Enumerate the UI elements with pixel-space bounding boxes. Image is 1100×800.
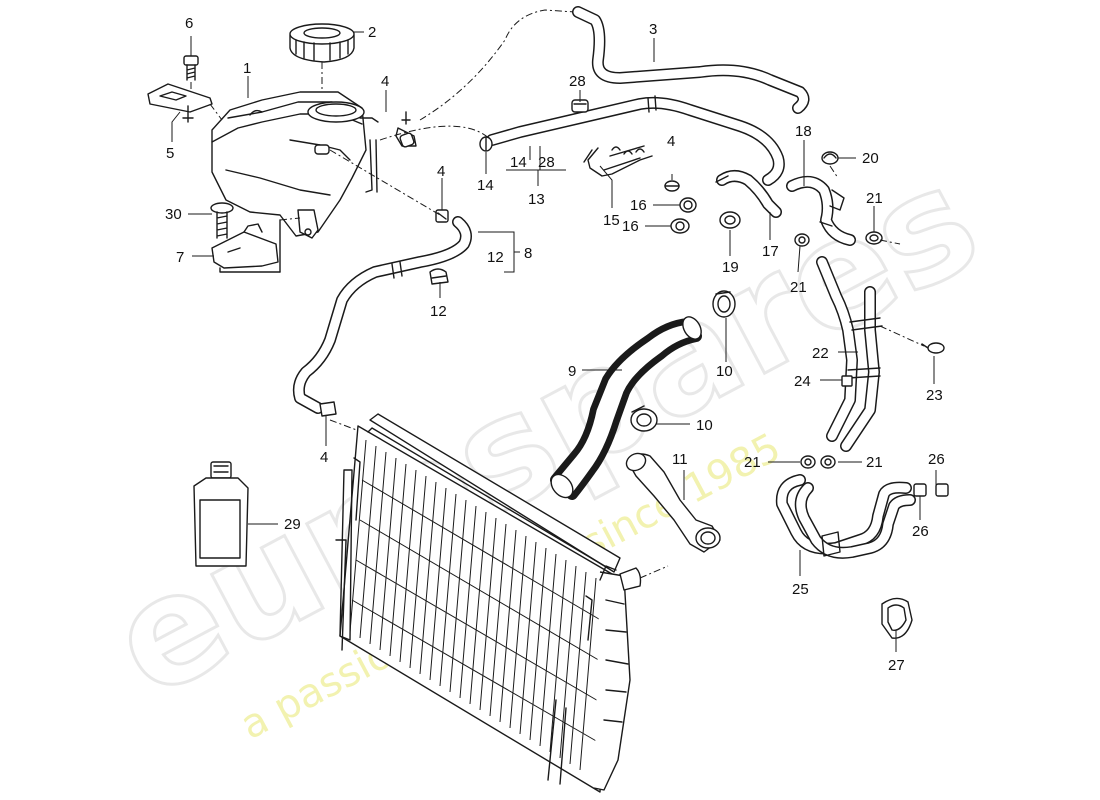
coolant-bottle (193, 461, 249, 567)
label-part-26-b: 26 (912, 523, 929, 540)
label-part-16-b: 16 (622, 218, 639, 235)
label-part-28-inner: 28 (538, 154, 555, 171)
clip-26-b (935, 483, 949, 497)
clamp-10-a (712, 290, 736, 318)
radiator-fins (349, 439, 605, 771)
filler-cap (289, 23, 355, 92)
label-part-5: 5 (166, 145, 174, 162)
hose-9 (550, 316, 702, 500)
clamp-4-right (664, 180, 680, 192)
label-part-10-b: 10 (696, 417, 713, 434)
label-part-19: 19 (722, 259, 739, 276)
clip-24 (841, 375, 853, 387)
label-part-26-a: 26 (928, 451, 945, 468)
label-part-1: 1 (243, 60, 251, 77)
clamp-21-d (820, 455, 836, 469)
label-part-21-a: 21 (866, 190, 883, 207)
label-part-24: 24 (794, 373, 811, 390)
hose-12 (292, 216, 472, 414)
label-part-13: 13 (528, 191, 545, 208)
label-part-28-top: 28 (569, 73, 586, 90)
label-part-14: 14 (477, 177, 494, 194)
label-part-8: 8 (524, 245, 532, 262)
bracket-15 (583, 145, 653, 177)
label-part-25: 25 (792, 581, 809, 598)
label-part-9: 9 (568, 363, 576, 380)
clamp-16-a (679, 197, 697, 213)
bracket-7 (211, 217, 301, 273)
label-part-12-right: 12 (487, 249, 504, 266)
radiator (335, 413, 669, 793)
clip-20 (821, 151, 839, 179)
expansion-tank (211, 91, 379, 239)
hose-3 (572, 6, 810, 114)
bolt-30 (210, 202, 234, 239)
label-part-21-b: 21 (790, 279, 807, 296)
pipe-22 (816, 256, 925, 452)
label-part-12-low: 12 (430, 303, 447, 320)
label-part-21-d: 21 (866, 454, 883, 471)
label-part-7: 7 (176, 249, 184, 266)
label-part-11: 11 (672, 451, 688, 468)
pipe-25 (775, 474, 916, 559)
label-part-22: 22 (812, 345, 829, 362)
clamp-16-b (670, 218, 690, 234)
label-part-23: 23 (926, 387, 943, 404)
bolt-23 (921, 342, 945, 354)
leader-lines (171, 31, 937, 652)
label-part-27: 27 (888, 657, 905, 674)
label-part-15: 15 (603, 212, 620, 229)
label-part-16-a: 16 (630, 197, 647, 214)
clamp-10-b (630, 405, 658, 432)
part-number-labels: 1 2 6 5 4 3 28 14 28 13 14 15 4 30 7 12 … (165, 15, 945, 674)
bolt-6 (183, 55, 199, 95)
label-part-29: 29 (284, 516, 301, 533)
label-part-17: 17 (762, 243, 779, 260)
clip-12 (429, 268, 449, 285)
clamp-21-a (865, 231, 883, 245)
hose-17 (715, 170, 782, 218)
fitting-4-top (395, 111, 417, 148)
label-part-2: 2 (368, 24, 376, 41)
label-part-4-right: 4 (667, 133, 675, 150)
clip-14 (479, 136, 493, 152)
label-part-4-top: 4 (381, 73, 389, 90)
hose-18 (786, 175, 856, 246)
clip-4-mid (435, 209, 449, 223)
clamp-19 (719, 211, 741, 229)
clip-26-a (913, 483, 927, 497)
hose-11 (625, 452, 721, 553)
label-part-21-c: 21 (744, 454, 761, 471)
gasket-27 (881, 597, 913, 639)
label-part-18: 18 (795, 123, 812, 140)
clamp-21-b (794, 233, 810, 247)
label-part-3: 3 (649, 21, 657, 38)
label-part-6: 6 (185, 15, 193, 32)
label-part-20: 20 (862, 150, 879, 167)
label-part-14-inner: 14 (510, 154, 527, 171)
hose-13 (486, 95, 785, 186)
label-part-4-low: 4 (320, 449, 328, 466)
bracket-5 (147, 83, 223, 123)
clamp-21-c (800, 455, 816, 469)
label-part-30: 30 (165, 206, 182, 223)
label-part-4-mid: 4 (437, 163, 445, 180)
label-part-10-a: 10 (716, 363, 733, 380)
clip-4-low (319, 401, 337, 417)
